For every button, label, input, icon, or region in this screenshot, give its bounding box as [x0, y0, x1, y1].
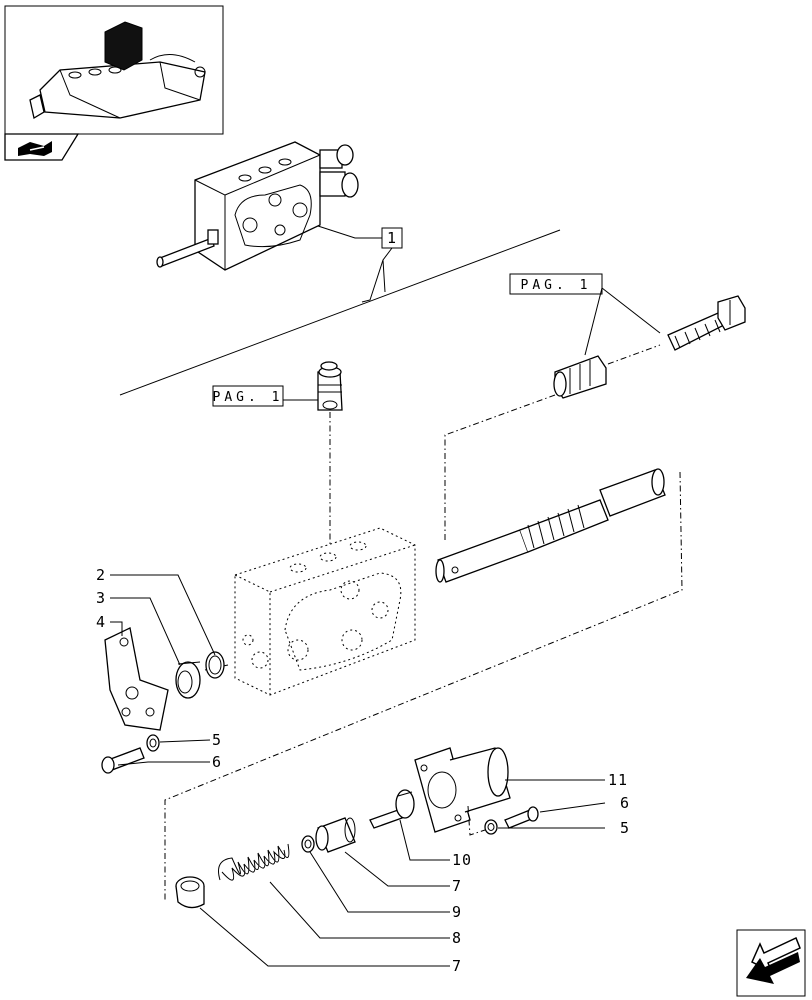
- label-6a: 6: [212, 753, 222, 771]
- label-3: 3: [96, 589, 106, 607]
- label-5b: 5: [620, 819, 630, 837]
- axis-right-lower: [467, 805, 486, 836]
- spool: [435, 468, 666, 583]
- leaders: [110, 574, 606, 967]
- part-7-cup-lower: [175, 876, 205, 909]
- svg-text:PAG. 1: PAG. 1: [521, 278, 592, 293]
- axis-spool-top: [444, 394, 556, 540]
- label-11: 11: [608, 771, 628, 789]
- label-6b: 6: [620, 794, 630, 812]
- bolt-top-right: [667, 295, 746, 351]
- label-7a: 7: [452, 877, 462, 895]
- callout-ref-1[interactable]: 1: [317, 225, 403, 303]
- section-line: [119, 229, 561, 396]
- part-10-pin: [369, 789, 415, 829]
- part-8-spring: [218, 843, 290, 881]
- svg-text:PAG. 1: PAG. 1: [213, 390, 284, 405]
- part-5-washer-left: [146, 734, 160, 752]
- tractor-nav-icon[interactable]: [4, 133, 80, 161]
- callout-pag-left[interactable]: PAG. 1: [212, 385, 318, 407]
- part-7-plug-upper: [315, 817, 356, 853]
- valve-body: [234, 527, 416, 696]
- valve-assembly-upper: [156, 141, 359, 271]
- label-5a: 5: [212, 731, 222, 749]
- part-6-screw-right: [504, 806, 539, 829]
- label-7b: 7: [452, 957, 462, 975]
- next-page-arrow-icon[interactable]: [736, 929, 806, 997]
- part-9-washer: [301, 835, 315, 853]
- label-10: 10: [452, 851, 472, 869]
- svg-text:1: 1: [387, 229, 397, 247]
- label-4: 4: [96, 613, 106, 631]
- axis-fitting: [607, 344, 661, 365]
- plug-top: [317, 361, 343, 411]
- label-2: 2: [96, 566, 106, 584]
- assembly-thumbnail-icon: [29, 21, 206, 120]
- part-5-washer-right: [484, 819, 498, 835]
- part-4-bracket: [104, 627, 169, 731]
- fitting-right: [553, 355, 607, 399]
- part-3-ring: [175, 661, 201, 699]
- part-6-screw-left: [101, 747, 145, 774]
- part-11-cover: [414, 747, 511, 833]
- label-8: 8: [452, 929, 462, 947]
- thumbnail-frame[interactable]: [4, 5, 224, 161]
- axis-group: [164, 471, 683, 900]
- part-2-oring: [205, 651, 225, 679]
- label-9: 9: [452, 903, 462, 921]
- callout-labels: 2 3 4 5 6 11 6 5 10 7 9 8 7: [96, 566, 630, 975]
- callout-pag-right[interactable]: PAG. 1: [509, 273, 661, 356]
